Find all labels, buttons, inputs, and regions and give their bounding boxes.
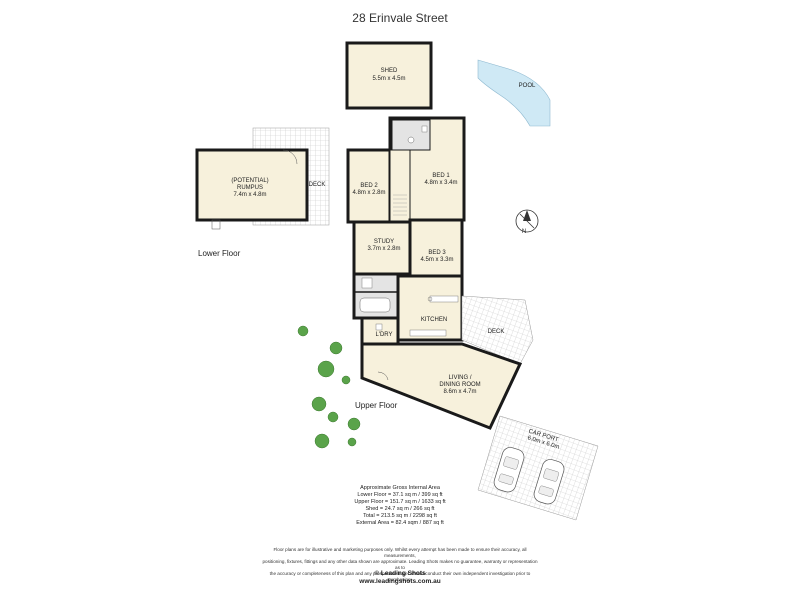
study-dims: 3.7m x 2.8m: [367, 246, 400, 252]
upper-floor-label: Upper Floor: [355, 401, 398, 410]
carport-area: CAR PORT 6.0m x 6.0m: [477, 415, 599, 521]
area-total: Total = 213.5 sq m / 2298 sq ft: [363, 513, 437, 519]
rumpus-room: [195, 148, 309, 222]
north-compass-icon: N: [515, 209, 539, 235]
brand-url: www.leadingshots.com.au: [359, 578, 441, 585]
car-icon: [533, 459, 565, 505]
laundry-room: [360, 316, 400, 346]
bed2-label: BED 2: [360, 183, 378, 189]
shed-label: SHED: [381, 68, 398, 74]
shed-dims: 5.5m x 4.5m: [372, 76, 405, 82]
area-lower: Lower Floor = 37.1 sq m / 399 sq ft: [357, 492, 443, 498]
lower-floor-label: Lower Floor: [198, 249, 241, 258]
pool-area: POOL: [477, 59, 551, 127]
laundry-label: L'DRY: [375, 332, 392, 338]
upper-deck-label: DECK: [488, 329, 505, 335]
brand-block: © Leading Shots www.leadingshots.com.au: [300, 570, 500, 586]
bed1-dims: 4.8m x 3.4m: [424, 180, 457, 186]
disclaimer: Floor plans are for illustrative and mar…: [262, 547, 538, 583]
upper-floor-plan: BED 1 4.8m x 3.4m BED 2 4.8m x 2.8m STUD…: [346, 116, 534, 430]
bed3-room: [408, 218, 464, 278]
study-label: STUDY: [374, 239, 394, 245]
area-upper: Upper Floor = 151.7 sq m / 1633 sq ft: [354, 499, 446, 505]
living-dining-room: [360, 342, 523, 430]
tree-icons: [297, 325, 361, 449]
disclaimer-line: the accuracy or completeness of this pla…: [269, 571, 531, 582]
disclaimer-line: Floor plans are for illustrative and mar…: [273, 547, 527, 558]
rumpus-dims: 7.4m x 4.8m: [233, 192, 266, 198]
pool-label: POOL: [519, 83, 536, 89]
living-label-2: DINING ROOM: [439, 382, 480, 388]
compass-letter: N: [522, 229, 526, 235]
disclaimer-line: positioning, fixtures, fittings and any …: [262, 559, 538, 570]
bed2-dims: 4.8m x 2.8m: [352, 190, 385, 196]
area-heading: Approximate Gross Internal Area: [360, 485, 440, 491]
area-shed: Shed = 24.7 sq m / 266 sq ft: [365, 506, 435, 512]
rumpus-label-1: (POTENTIAL): [231, 178, 268, 184]
area-external: External Area = 82.4 sqm / 887 sq ft: [356, 520, 444, 526]
brand-copyright: © Leading Shots: [374, 570, 426, 577]
bed3-label: BED 3: [428, 250, 446, 256]
lower-floor-plan: (POTENTIAL) RUMPUS 7.4m x 4.8m DECK: [195, 127, 330, 230]
bed3-dims: 4.5m x 3.3m: [420, 257, 453, 263]
ensuite: [391, 119, 431, 151]
lower-deck-label: DECK: [309, 182, 326, 188]
kitchen-label: KITCHEN: [421, 317, 447, 323]
plan-title: 28 Erinvale Street: [352, 11, 448, 25]
rumpus-label-2: RUMPUS: [237, 185, 263, 191]
living-label-1: LIVING /: [448, 375, 471, 381]
car-icon: [493, 447, 525, 493]
area-summary: Approximate Gross Internal Area Lower Fl…: [330, 485, 470, 527]
bed1-label: BED 1: [432, 173, 450, 179]
shed-room: SHED 5.5m x 4.5m: [345, 41, 433, 110]
upper-deck: [461, 295, 534, 365]
kitchen-room: [396, 274, 464, 342]
living-dims: 8.6m x 4.7m: [443, 389, 476, 395]
